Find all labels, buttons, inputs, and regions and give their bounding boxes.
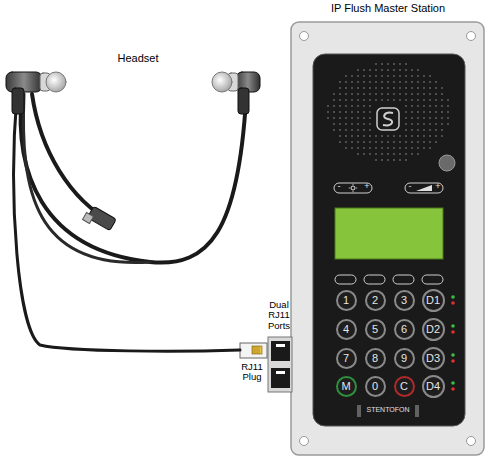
keypad-button: 7 xyxy=(336,348,357,369)
button-label: 8 xyxy=(372,353,378,364)
brightness-minus: - xyxy=(335,182,343,191)
button-label: D1 xyxy=(426,295,440,306)
button-label: C xyxy=(400,381,408,392)
plug-label: RJ11 Plug xyxy=(237,362,267,383)
button-label: 0 xyxy=(372,381,378,392)
button-label: 9 xyxy=(401,353,407,364)
keypad-button: 0 xyxy=(365,376,386,397)
headset-label: Headset xyxy=(98,52,178,64)
ports-label: Dual RJ11 Ports xyxy=(262,300,296,331)
keypad-button: M xyxy=(336,376,357,397)
volume-plus: + xyxy=(434,182,442,191)
button-label: 6 xyxy=(401,324,407,335)
button-label: M xyxy=(341,381,350,392)
keypad-button: 5 xyxy=(365,319,386,340)
keypad-button: 8 xyxy=(365,348,386,369)
brightness-plus: + xyxy=(363,182,371,191)
keypad-button: 6 xyxy=(394,319,415,340)
button-label: 5 xyxy=(372,324,378,335)
button-label: 7 xyxy=(343,353,349,364)
button-label: D3 xyxy=(426,353,440,364)
button-label: 2 xyxy=(372,295,378,306)
keypad-button: 1 xyxy=(336,290,357,311)
keypad-button: D3 xyxy=(422,347,445,370)
keypad-button: 4 xyxy=(336,319,357,340)
brand-name: STENTOFON xyxy=(353,406,423,414)
headset xyxy=(6,72,260,351)
keypad-button: 9 xyxy=(394,348,415,369)
button-label: 3 xyxy=(401,295,407,306)
rj11-ports xyxy=(268,337,292,392)
button-label: 1 xyxy=(343,295,349,306)
keypad-button: D4 xyxy=(422,375,445,398)
button-label: 4 xyxy=(343,324,349,335)
keypad-button: C xyxy=(394,376,415,397)
button-label: D4 xyxy=(426,381,440,392)
master-station xyxy=(291,22,484,455)
keypad-button: 3 xyxy=(394,290,415,311)
keypad-button: D1 xyxy=(422,289,445,312)
keypad-button: D2 xyxy=(422,318,445,341)
station-title: IP Flush Master Station xyxy=(298,2,478,14)
keypad-button: 2 xyxy=(365,290,386,311)
volume-minus: - xyxy=(406,182,414,191)
button-label: D2 xyxy=(426,324,440,335)
rj11-plug xyxy=(240,343,267,358)
